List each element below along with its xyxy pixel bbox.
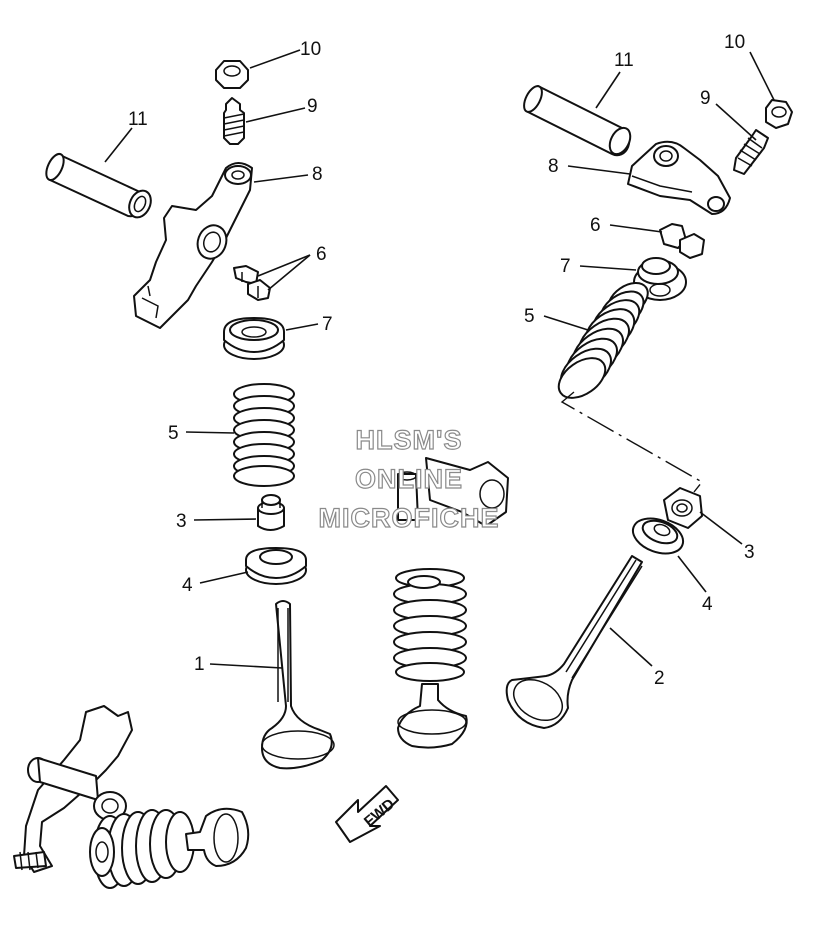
- intake-valve-part-1: [261, 600, 335, 770]
- callout-6-right: 6: [590, 215, 601, 236]
- valve-stem-seal-part-3-left: [257, 494, 285, 531]
- valve-stem-seal-part-3-right: [663, 487, 703, 529]
- leader-line: [699, 511, 743, 545]
- assembly-axis-line: [560, 391, 704, 493]
- watermark-line-3: MICROFICHE: [319, 503, 500, 533]
- nut-part-10-right: [765, 99, 793, 129]
- spring-seat-part-4-right: [631, 517, 685, 555]
- leader-line: [104, 127, 133, 163]
- valve-collets-part-6-right: [659, 223, 705, 259]
- callout-10-right: 10: [724, 32, 745, 53]
- callout-5-right: 5: [524, 306, 535, 327]
- callout-9-right: 9: [700, 88, 711, 109]
- rocker-shaft-part-11-left: [45, 152, 152, 219]
- callout-4-left: 4: [182, 575, 193, 596]
- leader-line: [253, 174, 309, 183]
- leader-line: [285, 323, 319, 331]
- leader-line: [609, 224, 663, 233]
- forward-direction-arrow-icon: FWD: [335, 785, 399, 843]
- leader-line: [749, 51, 775, 101]
- callout-2-right: 2: [654, 668, 665, 689]
- callout-4-right: 4: [702, 594, 713, 615]
- rocker-arm-part-8-right: [627, 140, 731, 215]
- watermark: HLSM'S ONLINE MICROFICHE: [318, 424, 500, 533]
- valve-collets-part-6-left: [233, 265, 271, 301]
- spring-seat-part-4-left: [245, 547, 307, 585]
- rocker-shaft-part-11-right: [523, 85, 632, 157]
- watermark-line-1: HLSM'S: [356, 425, 463, 455]
- callout-7-right: 7: [560, 256, 571, 277]
- leader-line: [249, 49, 301, 69]
- adjusting-screw-part-9-right: [733, 129, 769, 175]
- leader-line: [677, 555, 707, 593]
- callout-10-left: 10: [300, 39, 321, 60]
- assembled-valve-with-spring: [393, 568, 468, 749]
- leader-line: [185, 431, 235, 434]
- assembled-rocker-preview: [397, 457, 509, 527]
- leader-line: [245, 107, 306, 123]
- callout-3-left: 3: [176, 511, 187, 532]
- valve-spring-part-5-right: [557, 281, 649, 399]
- leader-line: [715, 103, 757, 141]
- nut-part-10-left: [215, 60, 249, 89]
- rocker-arm-part-8-left: [133, 162, 253, 329]
- exhaust-valve-part-2: [505, 555, 643, 729]
- callout-8-left: 8: [312, 164, 323, 185]
- watermark-line-2: ONLINE: [355, 464, 463, 494]
- callout-1-left: 1: [194, 654, 205, 675]
- callout-7-left: 7: [322, 314, 333, 335]
- leader-line: [567, 165, 631, 175]
- leader-line: [543, 315, 589, 331]
- leader-line: [609, 627, 653, 667]
- leader-line: [579, 265, 637, 271]
- leader-line: [267, 254, 311, 291]
- callout-8-right: 8: [548, 156, 559, 177]
- callout-5-left: 5: [168, 423, 179, 444]
- valve-spring-part-5-left: [233, 383, 295, 487]
- leader-line: [209, 663, 283, 669]
- leader-line: [199, 571, 249, 584]
- callout-9-left: 9: [307, 96, 318, 117]
- leader-line: [595, 71, 621, 109]
- adjusting-screw-part-9-left: [223, 97, 245, 145]
- leader-line: [257, 254, 311, 277]
- spring-retainer-part-7-left: [223, 317, 285, 360]
- callout-11-left: 11: [128, 109, 148, 130]
- leader-line: [193, 518, 257, 521]
- callout-6-left: 6: [316, 244, 327, 265]
- callout-3-right: 3: [744, 542, 755, 563]
- callout-11-right: 11: [614, 50, 634, 71]
- assembled-cylinder-head-view: [13, 705, 250, 889]
